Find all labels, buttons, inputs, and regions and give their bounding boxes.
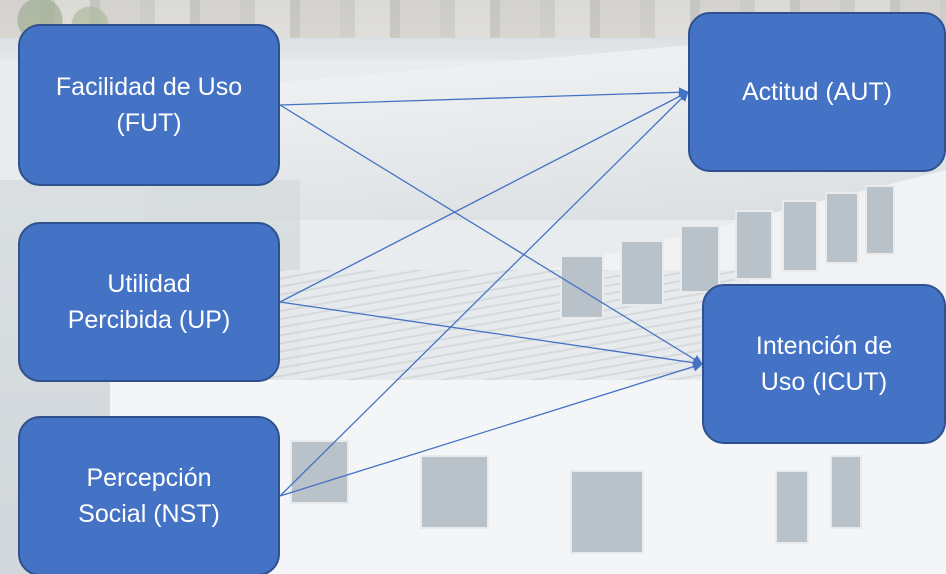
background-window <box>680 225 720 293</box>
background-window <box>782 200 818 272</box>
node-utilidad-percibida-label: Utilidad Percibida (UP) <box>67 269 231 334</box>
arrow-fut-to-icut <box>279 104 703 365</box>
node-actitud-label: Actitud (AUT) <box>741 77 893 106</box>
node-percepcion-social: Percepción Social (NST) <box>18 416 280 574</box>
arrow-fut-to-aut <box>279 87 689 106</box>
arrow-nst-to-icut <box>279 361 703 497</box>
node-utilidad-percibida: Utilidad Percibida (UP) <box>18 222 280 382</box>
node-actitud: Actitud (AUT) <box>688 12 946 172</box>
background-window <box>830 455 862 529</box>
node-percepcion-social-label: Percepción Social (NST) <box>78 463 220 528</box>
background-window <box>620 240 664 306</box>
background-window <box>825 192 859 264</box>
node-intencion-de-uso-label: Intención de Uso (ICUT) <box>755 331 893 396</box>
background-window <box>865 185 895 255</box>
arrow-up-to-icut <box>279 301 703 368</box>
node-facilidad-de-uso-label: Facilidad de Uso (FUT) <box>55 72 243 137</box>
background-window <box>775 470 809 544</box>
node-facilidad-de-uso: Facilidad de Uso (FUT) <box>18 24 280 186</box>
arrow-up-to-aut <box>279 91 689 303</box>
background-window <box>560 255 604 319</box>
background-window <box>570 470 644 554</box>
arrow-nst-to-aut <box>279 91 689 497</box>
background-window <box>420 455 489 529</box>
background-window <box>290 440 349 504</box>
background-window <box>735 210 773 280</box>
node-intencion-de-uso: Intención de Uso (ICUT) <box>702 284 946 444</box>
